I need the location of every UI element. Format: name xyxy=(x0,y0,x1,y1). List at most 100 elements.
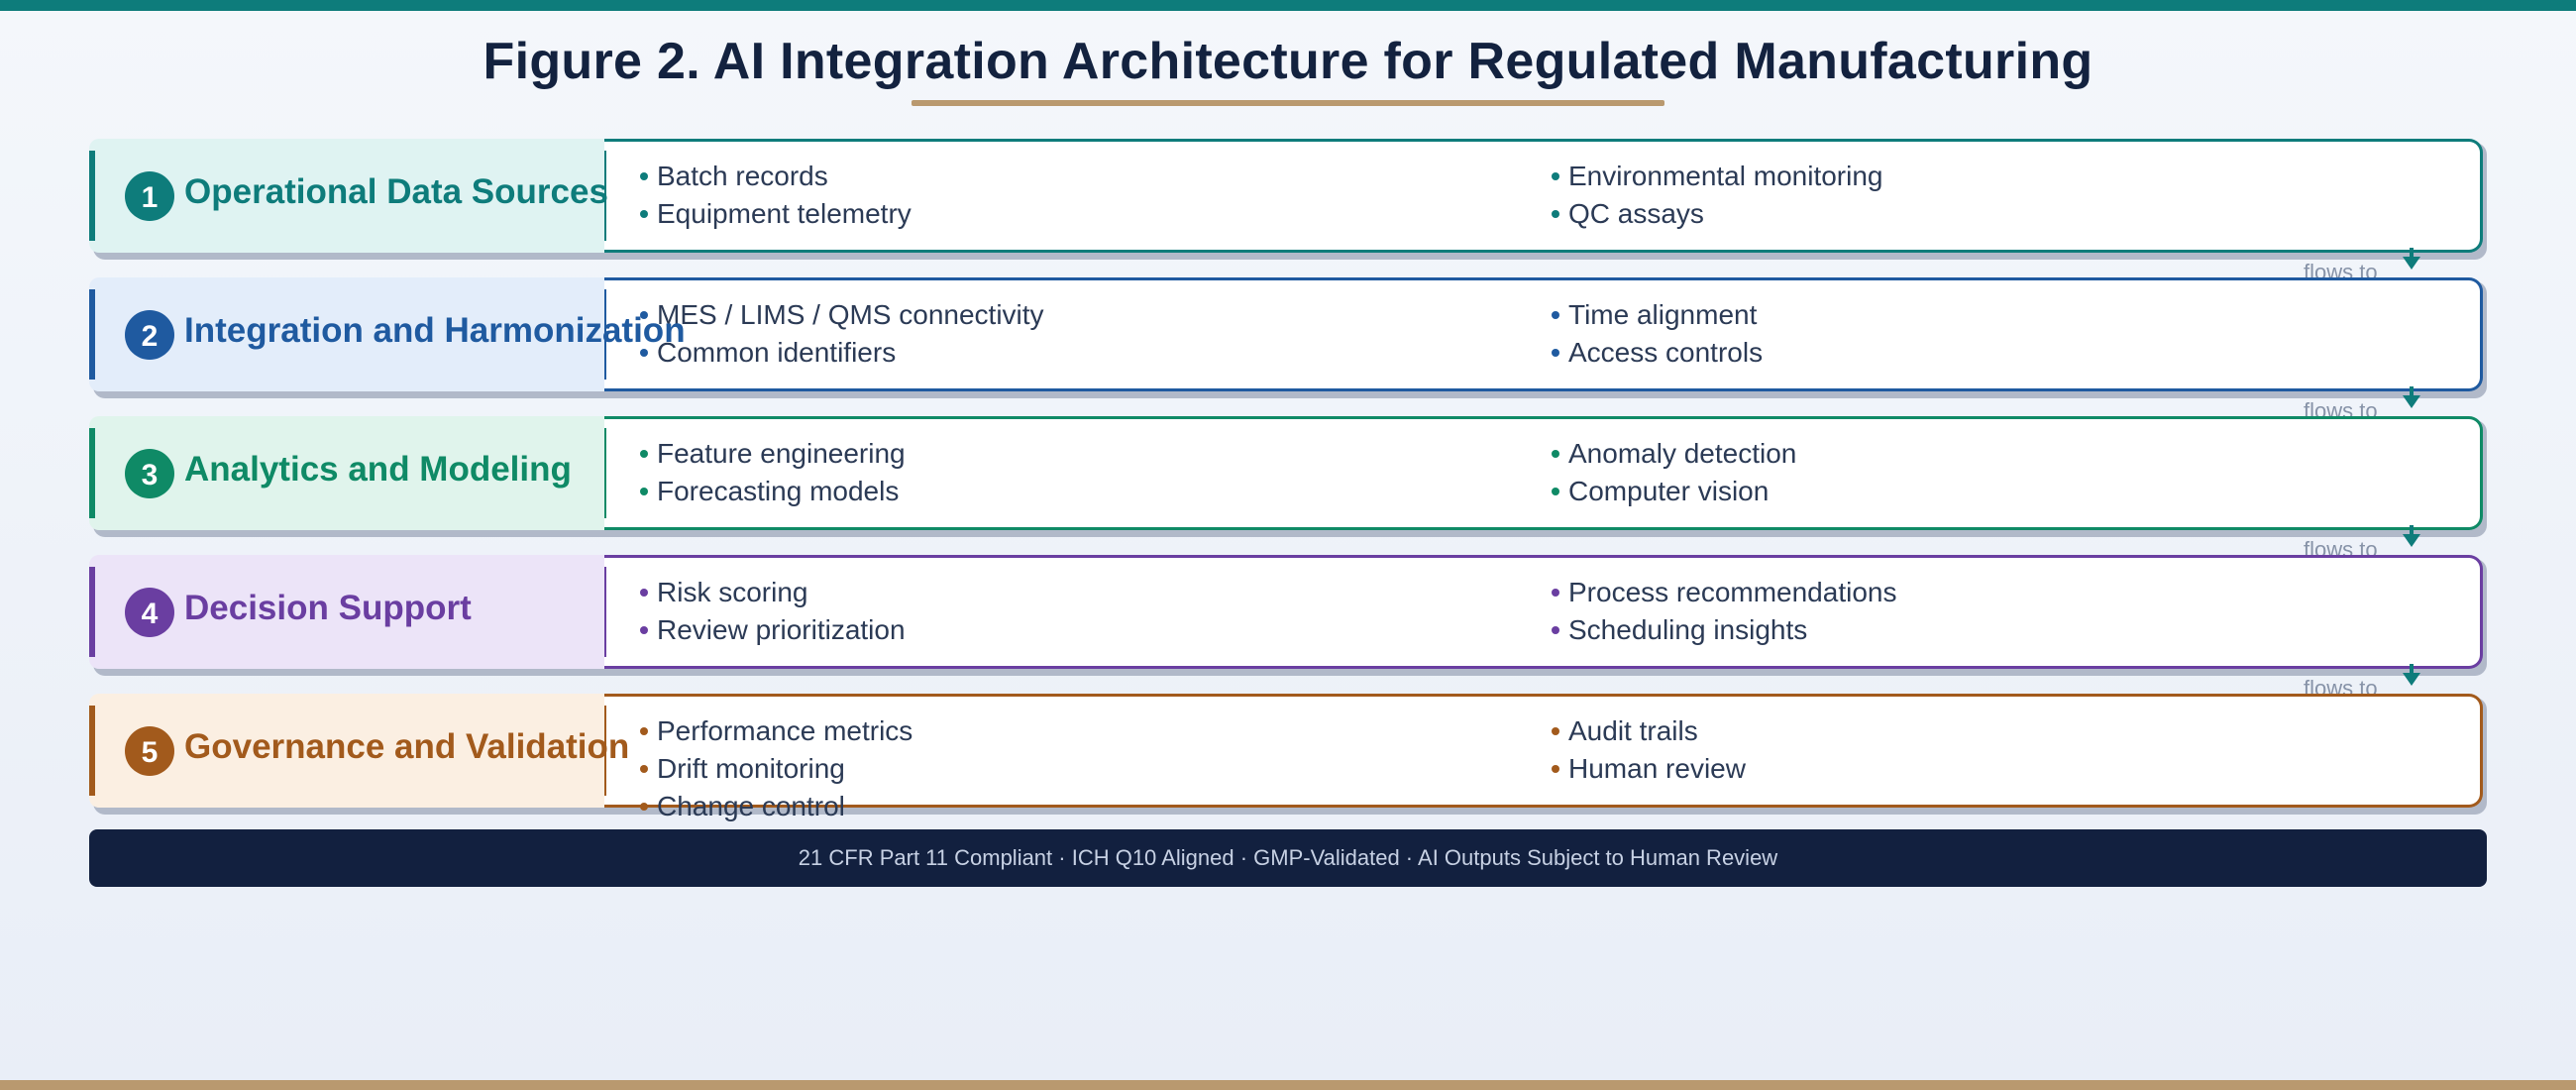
component-item: QC assays xyxy=(1552,195,1883,233)
layer-title: Analytics and Modeling xyxy=(184,450,572,489)
arrow-down-icon xyxy=(2403,534,2420,547)
bullet-icon xyxy=(640,626,648,634)
component-item: MES / LIMS / QMS connectivity xyxy=(640,296,1044,334)
component-item: Audit trails xyxy=(1552,712,1746,750)
layer-accent xyxy=(89,428,95,518)
bullet-icon xyxy=(1552,765,1559,773)
layer-number-badge: 2 xyxy=(125,310,174,360)
layer-number-badge: 1 xyxy=(125,171,174,221)
item-text: Common identifiers xyxy=(657,337,897,368)
component-item: Batch records xyxy=(640,158,912,195)
layer-accent xyxy=(89,289,95,380)
item-text: Environmental monitoring xyxy=(1568,161,1883,191)
component-item: Anomaly detection xyxy=(1552,435,1796,473)
arrow-stem xyxy=(2410,664,2414,674)
bullet-icon xyxy=(1552,626,1559,634)
item-text: Equipment telemetry xyxy=(657,198,912,229)
bullet-icon xyxy=(1552,450,1559,458)
layer-divider xyxy=(604,151,606,241)
bullet-icon xyxy=(1552,727,1559,735)
bottom-accent-bar xyxy=(0,1080,2576,1090)
bullet-icon xyxy=(1552,311,1559,319)
component-item: Drift monitoring xyxy=(640,750,912,788)
arrow-down-icon xyxy=(2403,673,2420,686)
item-text: Batch records xyxy=(657,161,828,191)
item-text: Time alignment xyxy=(1568,299,1758,330)
item-text: Audit trails xyxy=(1568,715,1698,746)
arrow-down-icon xyxy=(2403,395,2420,408)
bullet-icon xyxy=(640,172,648,180)
bullet-icon xyxy=(640,311,648,319)
layer-number-badge: 4 xyxy=(125,588,174,637)
item-text: Drift monitoring xyxy=(657,753,845,784)
component-item: Human review xyxy=(1552,750,1746,788)
layer-label-panel: 2 Integration and Harmonization xyxy=(89,277,686,391)
component-item: Feature engineering xyxy=(640,435,906,473)
item-text: Access controls xyxy=(1568,337,1764,368)
component-item: Environmental monitoring xyxy=(1552,158,1883,195)
layer-title: Decision Support xyxy=(184,589,472,627)
arrow-down-icon xyxy=(2403,257,2420,270)
layer-divider xyxy=(604,567,606,657)
item-text: Anomaly detection xyxy=(1568,438,1797,469)
compliance-footer: 21 CFR Part 11 Compliant · ICH Q10 Align… xyxy=(89,829,2487,887)
component-item: Common identifiers xyxy=(640,334,1044,372)
arrow-stem xyxy=(2410,248,2414,258)
component-item: Scheduling insights xyxy=(1552,611,1896,649)
item-text: Change control xyxy=(657,791,845,821)
bullet-icon xyxy=(640,803,648,811)
component-item: Process recommendations xyxy=(1552,574,1896,611)
bullet-icon xyxy=(640,488,648,495)
item-text: Risk scoring xyxy=(657,577,808,607)
layer-divider xyxy=(604,289,606,380)
layer-accent xyxy=(89,567,95,657)
component-item: Risk scoring xyxy=(640,574,906,611)
layer-divider xyxy=(604,428,606,518)
figure-title: Figure 2. AI Integration Architecture fo… xyxy=(483,33,2093,90)
bullet-icon xyxy=(640,727,648,735)
bullet-icon xyxy=(1552,172,1559,180)
layer-title: Operational Data Sources xyxy=(184,172,608,211)
item-text: Human review xyxy=(1568,753,1746,784)
bullet-icon xyxy=(1552,349,1559,357)
item-text: Review prioritization xyxy=(657,614,906,645)
item-text: MES / LIMS / QMS connectivity xyxy=(657,299,1044,330)
bullet-icon xyxy=(640,589,648,597)
component-item: Time alignment xyxy=(1552,296,1763,334)
layer-accent xyxy=(89,151,95,241)
item-text: QC assays xyxy=(1568,198,1704,229)
bullet-icon xyxy=(640,349,648,357)
layer-title: Integration and Harmonization xyxy=(184,311,686,350)
layer-label-panel: 4 Decision Support xyxy=(89,555,604,669)
bullet-icon xyxy=(1552,488,1559,495)
layer-number-badge: 5 xyxy=(125,726,174,776)
bullet-icon xyxy=(640,450,648,458)
layer-accent xyxy=(89,706,95,796)
layer-label-panel: 1 Operational Data Sources xyxy=(89,139,608,253)
component-item: Equipment telemetry xyxy=(640,195,912,233)
bullet-icon xyxy=(640,765,648,773)
bullet-icon xyxy=(1552,589,1559,597)
component-item: Forecasting models xyxy=(640,473,906,510)
title-underline xyxy=(912,100,1664,106)
item-text: Feature engineering xyxy=(657,438,906,469)
arrow-stem xyxy=(2410,525,2414,535)
top-accent-bar xyxy=(0,0,2576,11)
